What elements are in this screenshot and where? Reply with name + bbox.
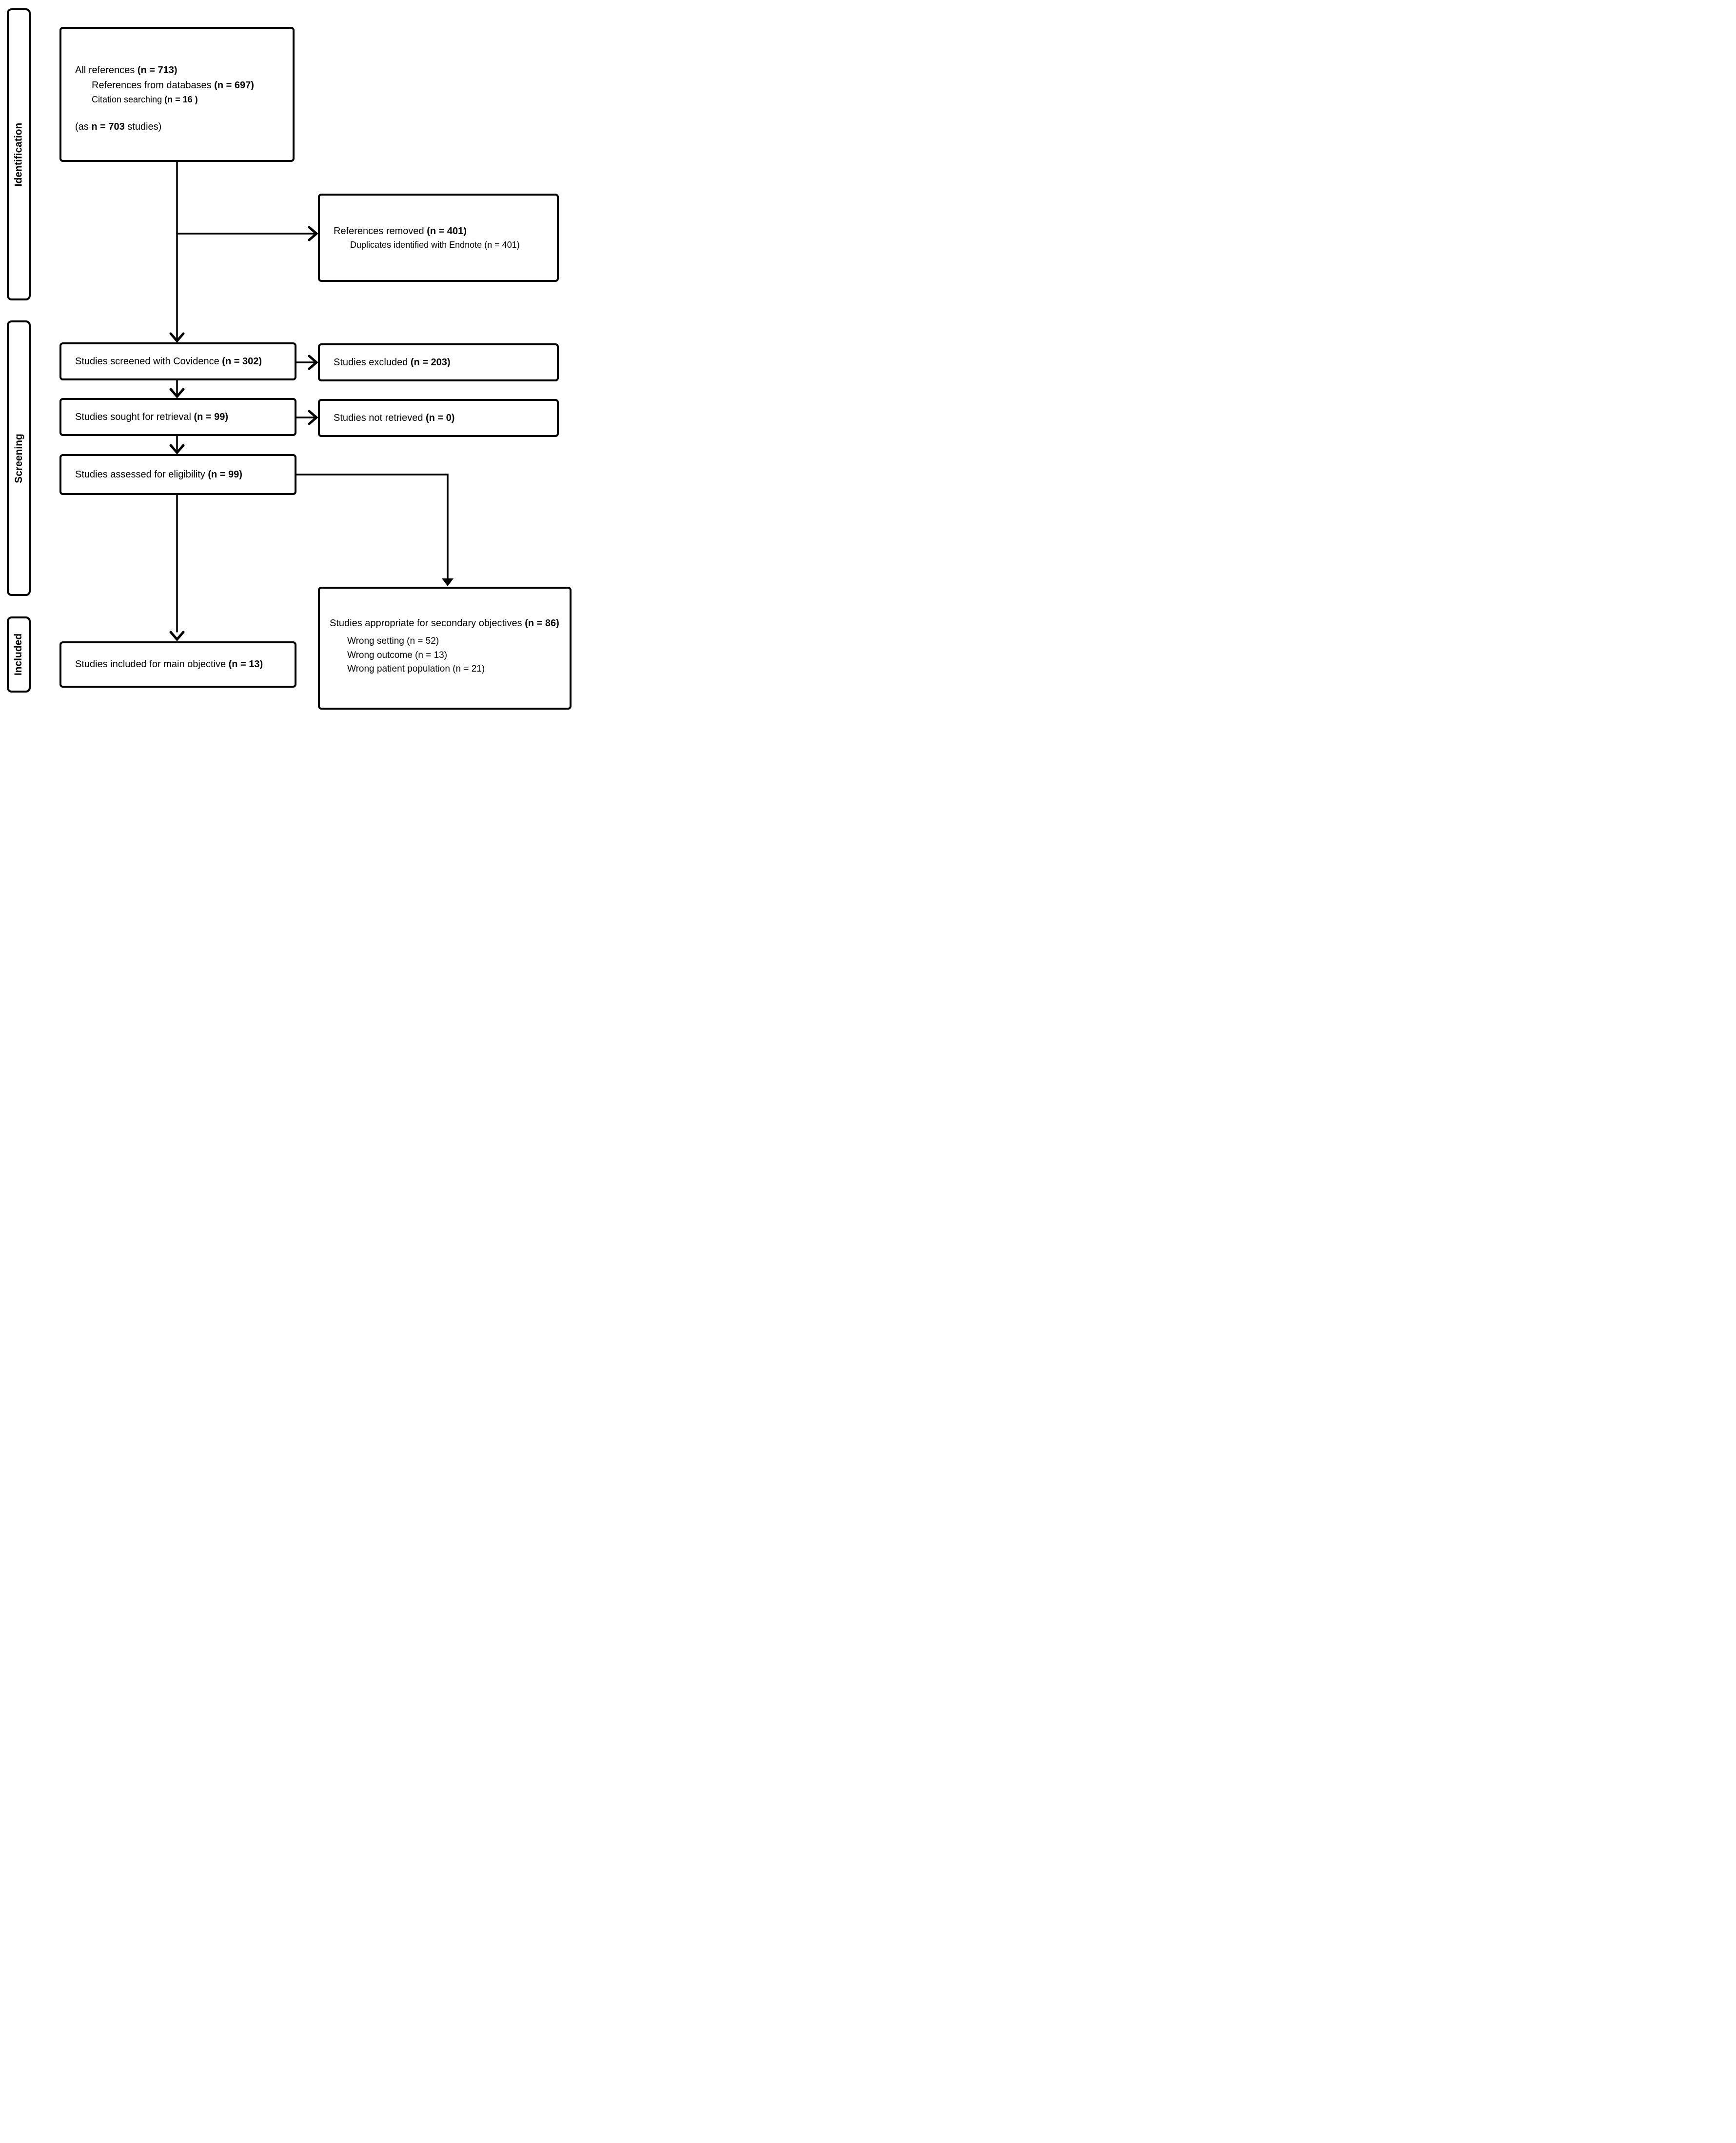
box-references-removed: References removed (n = 401) Duplicates … — [318, 194, 559, 282]
studies-not-retrieved-line: Studies not retrieved (n = 0) — [334, 412, 455, 423]
studies-sought-line: Studies sought for retrieval (n = 99) — [75, 411, 229, 422]
box-studies-screened: Studies screened with Covidence (n = 302… — [59, 342, 296, 380]
stage-label-included: Included — [7, 616, 31, 693]
studies-assessed-line: Studies assessed for eligibility (n = 99… — [75, 469, 242, 480]
wrong-outcome-line: Wrong outcome (n = 13) — [347, 650, 448, 660]
box-studies-included-main: Studies included for main objective (n =… — [59, 641, 296, 688]
connector-screened-to-excluded — [296, 355, 318, 370]
stage-label-screening-text: Screening — [13, 433, 24, 483]
all-references-citation-line: Citation searching (n = 16 ) — [92, 95, 198, 104]
studies-screened-line: Studies screened with Covidence (n = 302… — [75, 356, 262, 367]
all-references-total-line: All references (n = 713) — [75, 65, 178, 76]
box-studies-sought: Studies sought for retrieval (n = 99) — [59, 398, 296, 436]
box-studies-not-retrieved: Studies not retrieved (n = 0) — [318, 399, 559, 437]
prisma-flow-diagram: Identification Screening Included All re… — [0, 0, 579, 714]
secondary-objectives-line: Studies appropriate for secondary object… — [330, 618, 559, 629]
all-references-databases-line: References from databases (n = 697) — [92, 80, 254, 91]
stage-label-screening: Screening — [7, 320, 31, 596]
all-references-studies-line: (as n = 703 studies) — [75, 121, 162, 132]
connector-assessed-to-secondary — [296, 474, 454, 586]
connector-sought-to-not-retrieved — [296, 410, 318, 425]
wrong-patient-population-line: Wrong patient population (n = 21) — [347, 664, 485, 674]
wrong-setting-line: Wrong setting (n = 52) — [347, 636, 439, 646]
references-removed-line: References removed (n = 401) — [334, 226, 467, 237]
stage-label-included-text: Included — [13, 633, 24, 676]
box-studies-secondary-objectives: Studies appropriate for secondary object… — [318, 587, 572, 710]
duplicates-line: Duplicates identified with Endnote (n = … — [350, 240, 520, 250]
connector-branch-to-references-removed — [176, 226, 318, 241]
stage-label-identification: Identification — [7, 8, 31, 300]
stage-label-identification-text: Identification — [13, 122, 24, 186]
flow-connectors — [169, 161, 454, 641]
box-studies-assessed: Studies assessed for eligibility (n = 99… — [59, 454, 296, 495]
studies-included-main-line: Studies included for main objective (n =… — [75, 659, 263, 670]
connector-assessed-to-included — [169, 494, 185, 641]
box-all-references: All references (n = 713) References from… — [59, 27, 295, 162]
box-studies-excluded: Studies excluded (n = 203) — [318, 343, 559, 381]
studies-excluded-line: Studies excluded (n = 203) — [334, 357, 451, 368]
connector-allrefs-to-screened — [169, 161, 185, 343]
connector-screened-to-sought — [169, 379, 185, 398]
connector-sought-to-assessed — [169, 435, 185, 455]
